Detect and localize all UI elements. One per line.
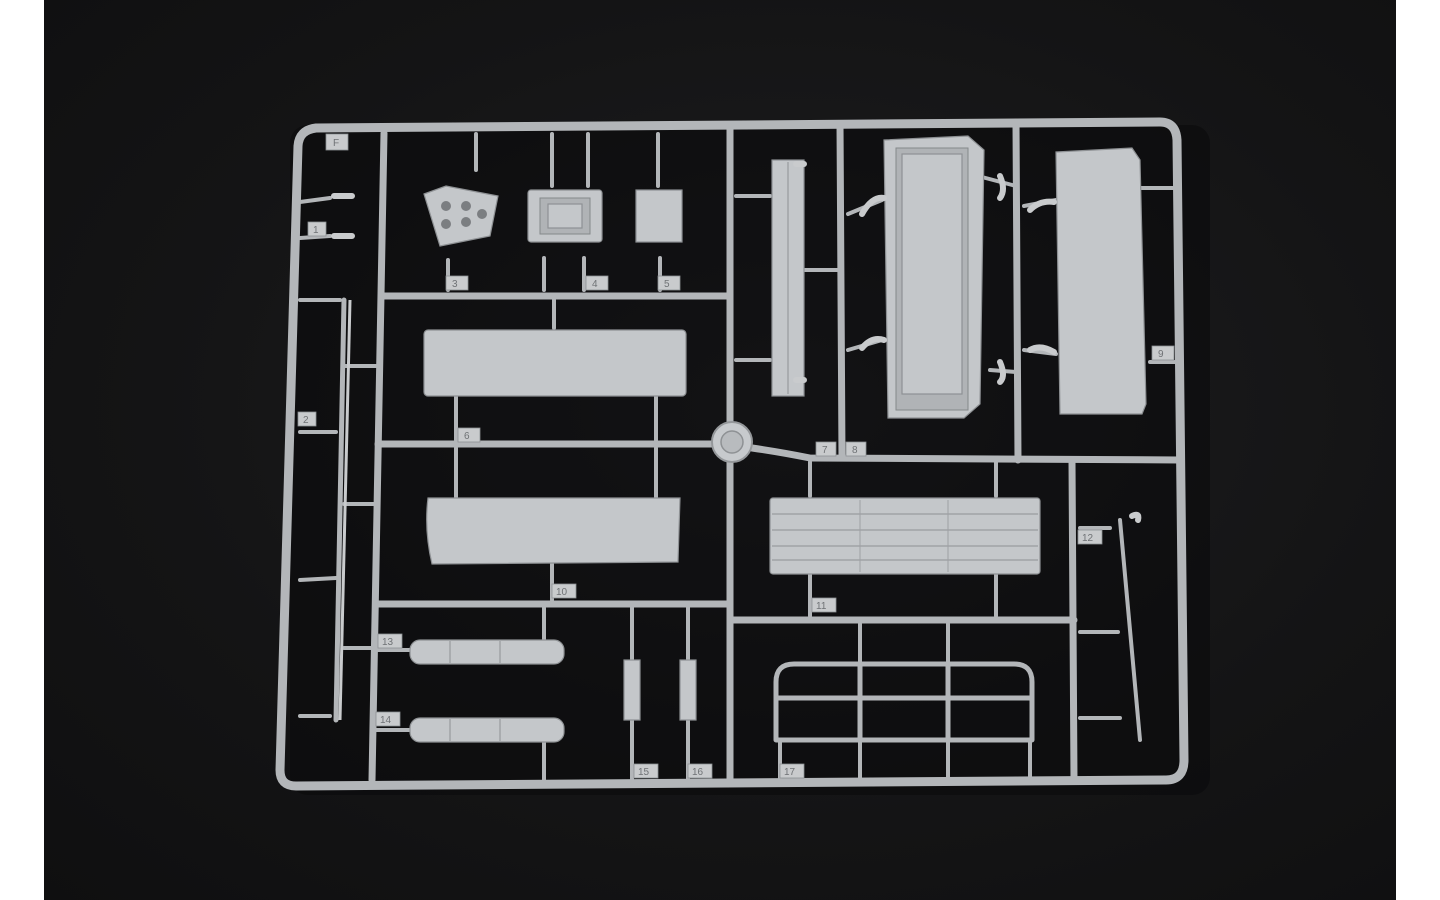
part-number-label: 7 <box>822 445 828 456</box>
sprue-hub <box>711 421 753 463</box>
part-16-bracket <box>679 659 697 721</box>
part-number-label: 8 <box>852 445 858 456</box>
part-number-tags: F 1 2 3 4 5 6 7 8 9 10 11 12 13 14 15 16… <box>297 133 1175 779</box>
internal-runners <box>298 120 1184 784</box>
sprue-letter-label: F <box>333 138 339 149</box>
part-2-rod <box>338 299 352 721</box>
part-number-label: 14 <box>380 715 392 726</box>
part-10-panel <box>426 497 681 565</box>
part-number-label: 10 <box>556 587 568 598</box>
part-6-panel <box>423 329 687 397</box>
part-4-hatch <box>527 189 603 243</box>
part-15-bracket <box>623 659 641 721</box>
small-pipe-parts <box>331 161 1142 523</box>
part-number-label: 5 <box>664 279 670 290</box>
part-number-label: 15 <box>638 767 650 778</box>
part-number-label: 1 <box>313 225 319 236</box>
part-number-label: 9 <box>1158 349 1164 360</box>
part-9-box <box>1055 147 1147 415</box>
part-7-rail <box>771 159 805 397</box>
part-17-frame <box>773 661 1035 743</box>
part-number-label: 13 <box>382 637 394 648</box>
part-number-label: 12 <box>1082 533 1094 544</box>
part-number-label: 17 <box>784 767 796 778</box>
part-3-plate-with-holes <box>423 185 499 247</box>
part-number-label: 16 <box>692 767 704 778</box>
part-14-cylinder <box>409 717 565 743</box>
part-number-label: 6 <box>464 431 470 442</box>
part-8-tank <box>883 135 985 419</box>
part-5-plate <box>635 189 683 243</box>
part-13-cylinder <box>409 639 565 665</box>
part-number-label: 11 <box>816 601 827 612</box>
part-number-label: 3 <box>452 279 458 290</box>
part-11-ribbed-panel <box>769 497 1041 575</box>
outer-runner-frame <box>275 117 1189 791</box>
part-number-label: 2 <box>303 415 309 426</box>
part-number-label: 4 <box>592 279 598 290</box>
